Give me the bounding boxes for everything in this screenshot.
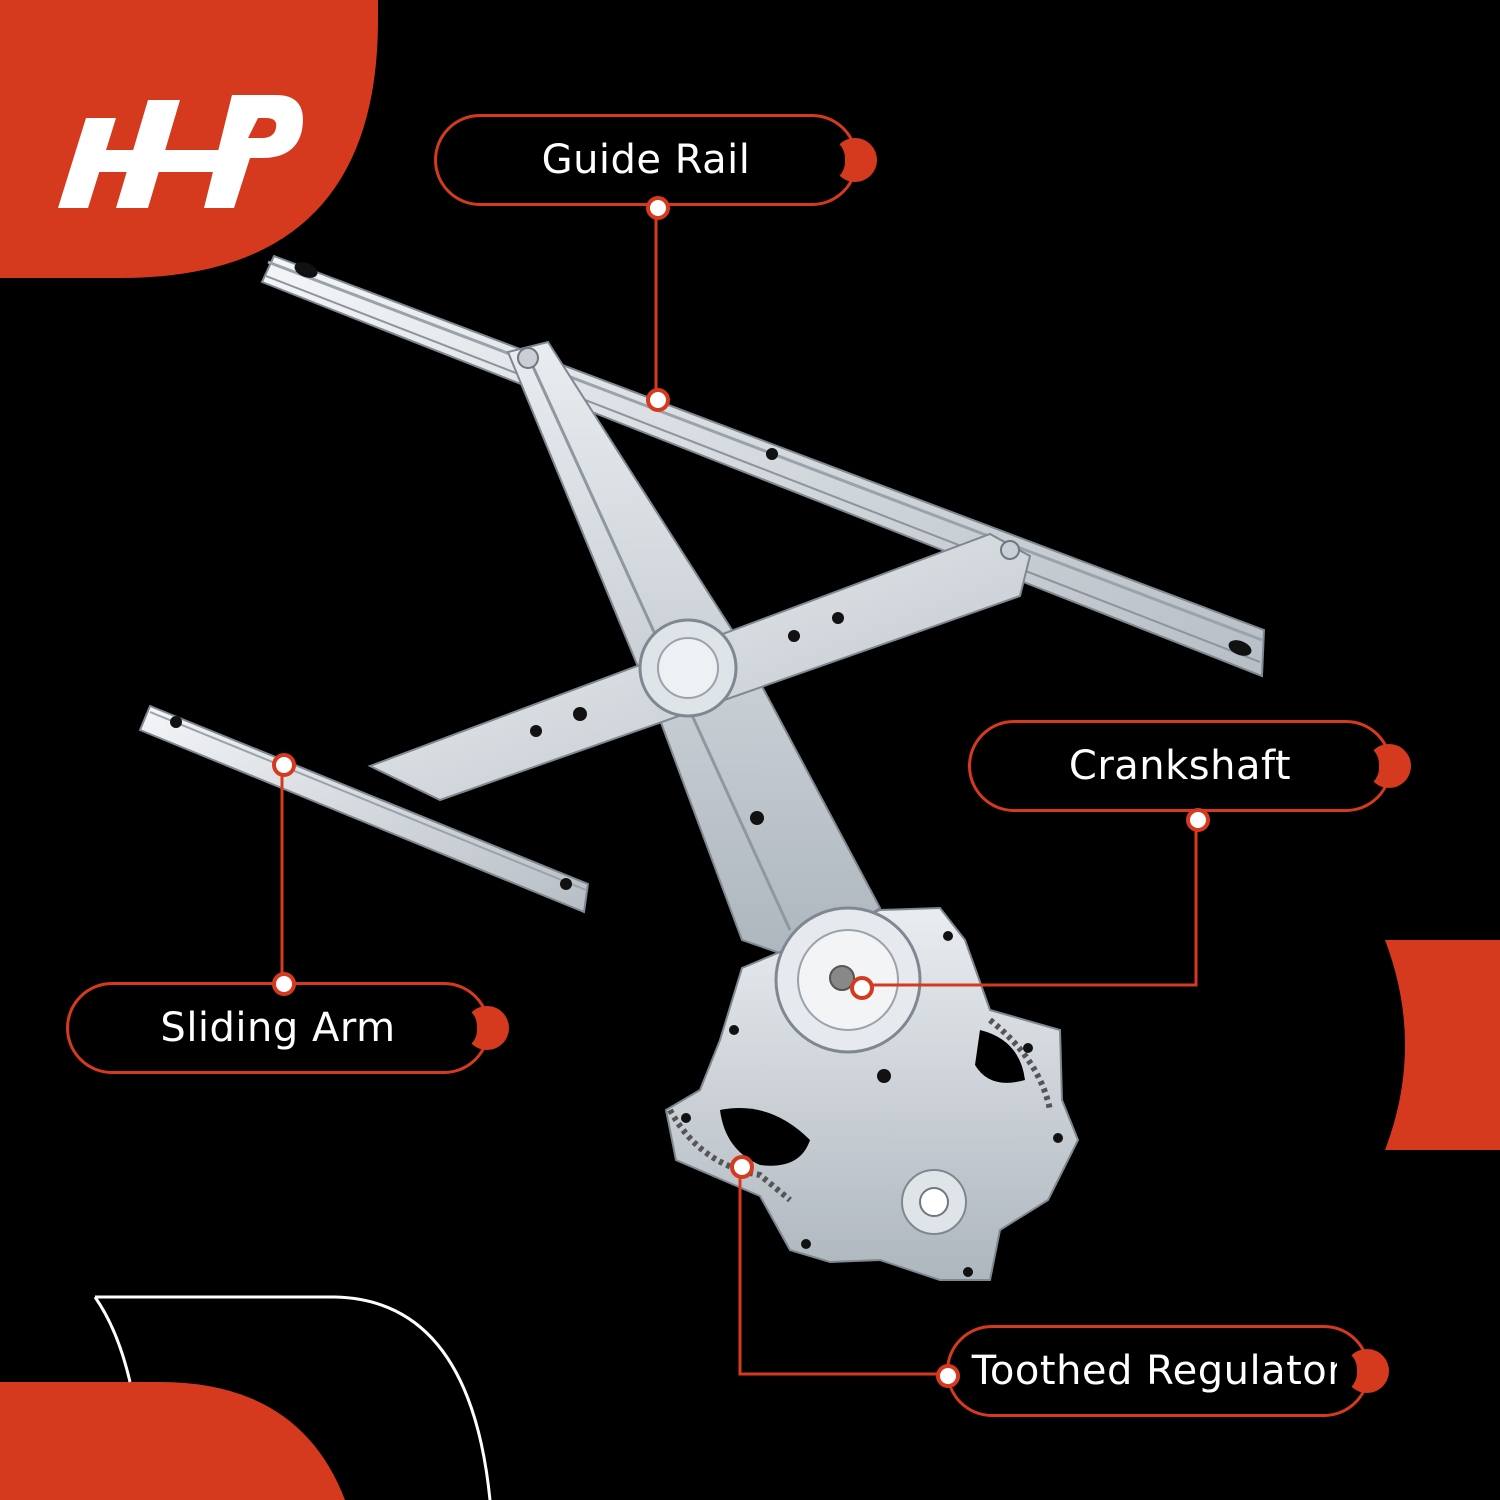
decor-bottom-outline [95,1295,492,1500]
label-sliding-arm-text: Sliding Arm [160,1005,396,1051]
leader-lines [280,208,1198,1376]
decor-bottom-block [0,1382,345,1500]
dot-crank-top [1186,808,1210,832]
window-regulator-icon [138,254,1266,1281]
pill-cap-icon [1359,744,1411,788]
pill-cap-icon [825,138,877,182]
label-toothed-regulator: Toothed Regulator [946,1325,1389,1417]
sliding-arm-part [138,704,590,914]
decor-bottom-outline-left [93,1296,132,1383]
dot-slide-bottom [272,972,296,996]
pill-cap-icon [457,1006,509,1050]
leader-toothed-regulator [738,1165,946,1376]
label-crankshaft-text: Crankshaft [1068,743,1292,789]
leader-crankshaft [860,818,1198,987]
guide-rail-part [260,254,1266,678]
label-guide-rail: Guide Rail [434,114,877,206]
brand-corner [0,0,378,278]
dot-guide-top [646,196,670,220]
brand-logo-icon [58,95,303,208]
brand-corner-shape [0,0,378,278]
dot-tooth-part [730,1155,754,1179]
decor-right-block [1385,940,1500,1150]
label-guide-rail-text: Guide Rail [541,137,751,183]
dot-crank-part [850,976,874,1000]
pill-cap-icon [1337,1349,1389,1393]
dot-guide-part [646,388,670,412]
regulator-base-part [664,906,1080,1281]
label-toothed-regulator-text: Toothed Regulator [971,1348,1345,1394]
dot-slide-part [272,753,296,777]
dot-tooth-label [936,1364,960,1388]
label-sliding-arm: Sliding Arm [66,982,509,1074]
label-crankshaft: Crankshaft [968,720,1411,812]
